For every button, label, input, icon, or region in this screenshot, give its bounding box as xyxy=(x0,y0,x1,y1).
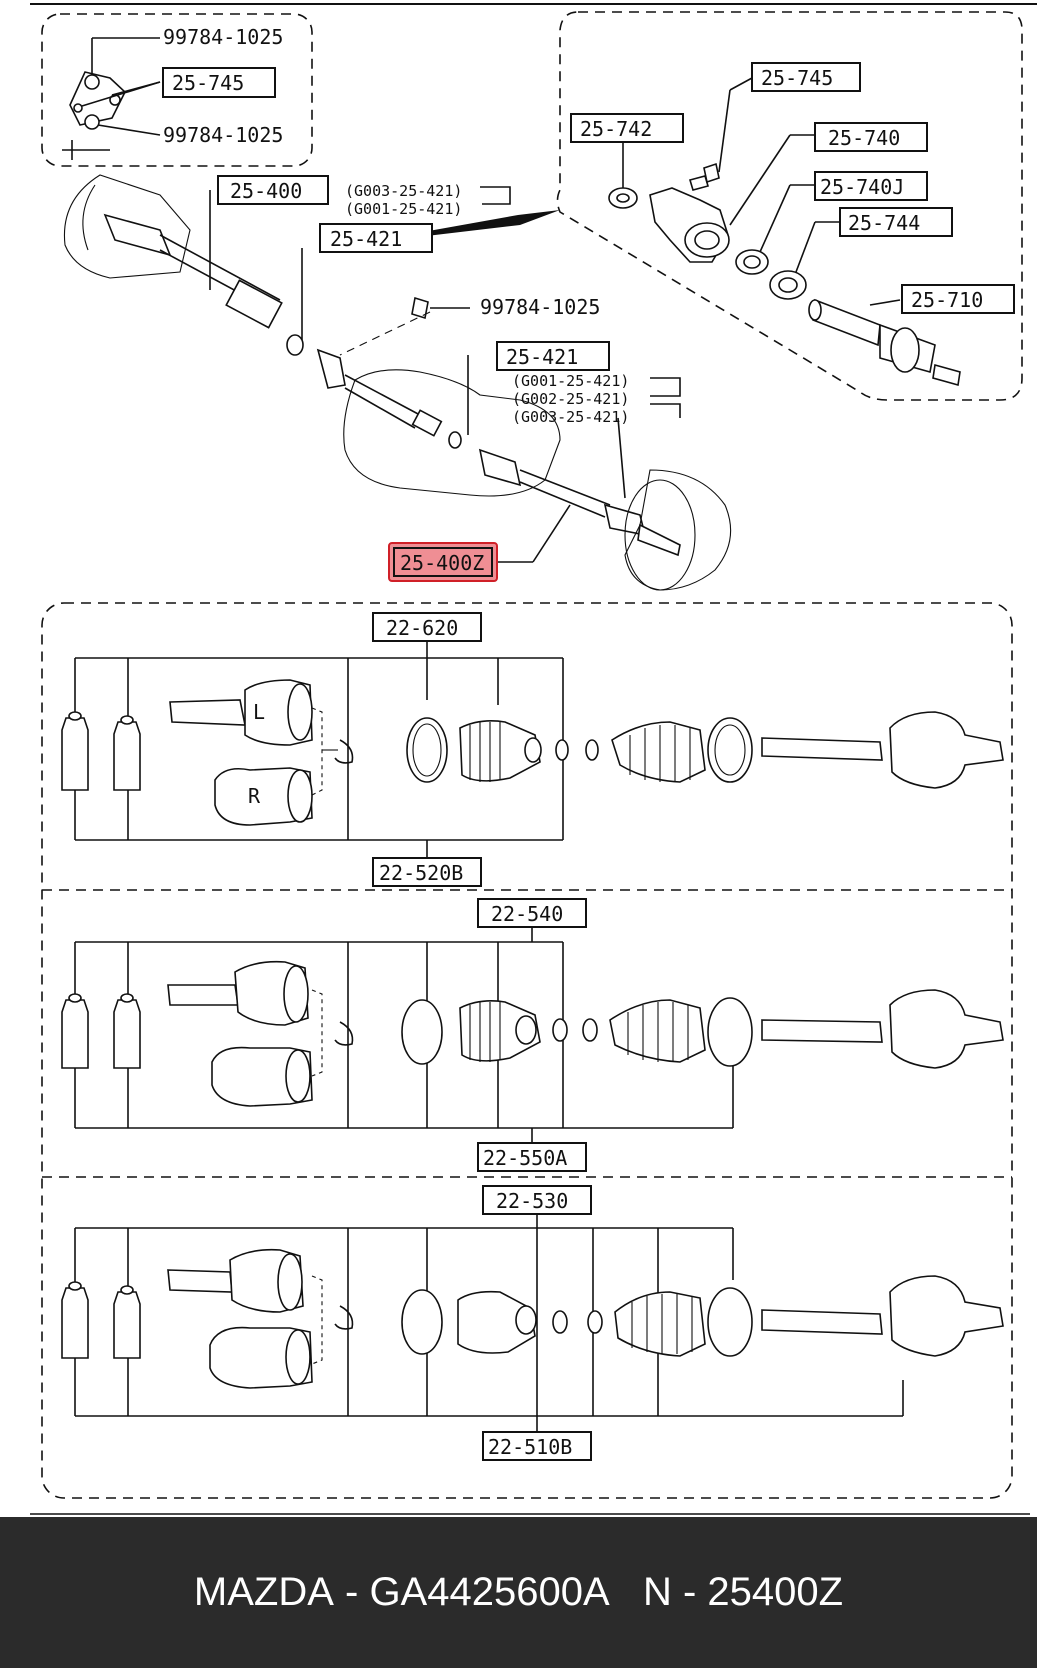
callout-bolt-top: 99784-1025 xyxy=(163,25,283,49)
callout-clip-right-note2: (G002-25-421) xyxy=(512,390,629,408)
callout-shaft-left-note2: (G001-25-421) xyxy=(345,200,462,218)
callout-clip-right-note1: (G001-25-421) xyxy=(512,372,629,390)
footer-separator: - xyxy=(333,1570,370,1614)
footer-part-code: 25400Z xyxy=(707,1570,844,1614)
callout-washer: 25-742 xyxy=(580,117,652,141)
callout-clip-left: 25-421 xyxy=(330,227,402,251)
inset-top-left: 99784-1025 25-745 99784-1025 xyxy=(41,13,313,167)
callout-bracket: 25-745 xyxy=(172,71,244,95)
footer-oem-number: GA4425600A xyxy=(369,1570,610,1614)
footer-gap xyxy=(610,1570,643,1615)
highlight-box xyxy=(388,542,498,582)
callout-seal: 25-744 xyxy=(848,211,920,235)
footer-brand: MAZDA xyxy=(193,1570,334,1614)
callout-bearing: 25-740 xyxy=(828,126,900,150)
kit2-bottom-label: 22-550A xyxy=(483,1146,567,1170)
kit2-top-label: 22-540 xyxy=(491,902,563,926)
callout-bolt-bottom: 99784-1025 xyxy=(163,123,283,147)
kit3-top-label: 22-530 xyxy=(496,1189,568,1213)
part-number-footer: MAZDA - GA4425600A N - 25400Z xyxy=(0,1517,1037,1668)
kits-frame xyxy=(41,602,1013,1499)
callout-highlighted-part: 25-400Z xyxy=(400,551,484,575)
kit1-bottom-label: 22-520B xyxy=(379,861,463,885)
parts-diagram: 99784-1025 25-745 99784-1025 25-742 25-7… xyxy=(30,3,1037,1515)
upper-assembly: 25-400 (G003-25-421) (G001-25-421) 25-42… xyxy=(63,174,732,591)
callout-bearing-j: 25-740J xyxy=(820,175,904,199)
inset-top-right: 25-742 25-745 25-740 25-740J 25-744 xyxy=(350,11,1023,401)
kit1-marker-r: R xyxy=(248,784,261,808)
callout-shaft-left: 25-400 xyxy=(230,179,302,203)
diagram-canvas: 99784-1025 25-745 99784-1025 25-742 25-7… xyxy=(30,3,1037,1515)
callout-clip-right: 25-421 xyxy=(506,345,578,369)
kit1-marker-l: L xyxy=(253,700,265,724)
footer-separator-2: - xyxy=(671,1570,708,1614)
kit3-bottom-label: 22-510B xyxy=(488,1435,572,1459)
callout-inset-bracket: 25-745 xyxy=(761,66,833,90)
kit-1: 22-620 22-520B L R xyxy=(61,612,1004,887)
callout-clip-right-note3: (G003-25-421) xyxy=(512,408,629,426)
kit1-top-label: 22-620 xyxy=(386,616,458,640)
kit-3: 22-530 22-510B xyxy=(61,1185,1004,1461)
footer-prefix: N xyxy=(642,1570,672,1614)
callout-bolt-mid: 99784-1025 xyxy=(480,295,600,319)
callout-shaft-left-note1: (G003-25-421) xyxy=(345,182,462,200)
kit-2: 22-540 22-550A xyxy=(61,898,1004,1172)
callout-joint-shaft: 25-710 xyxy=(911,288,983,312)
